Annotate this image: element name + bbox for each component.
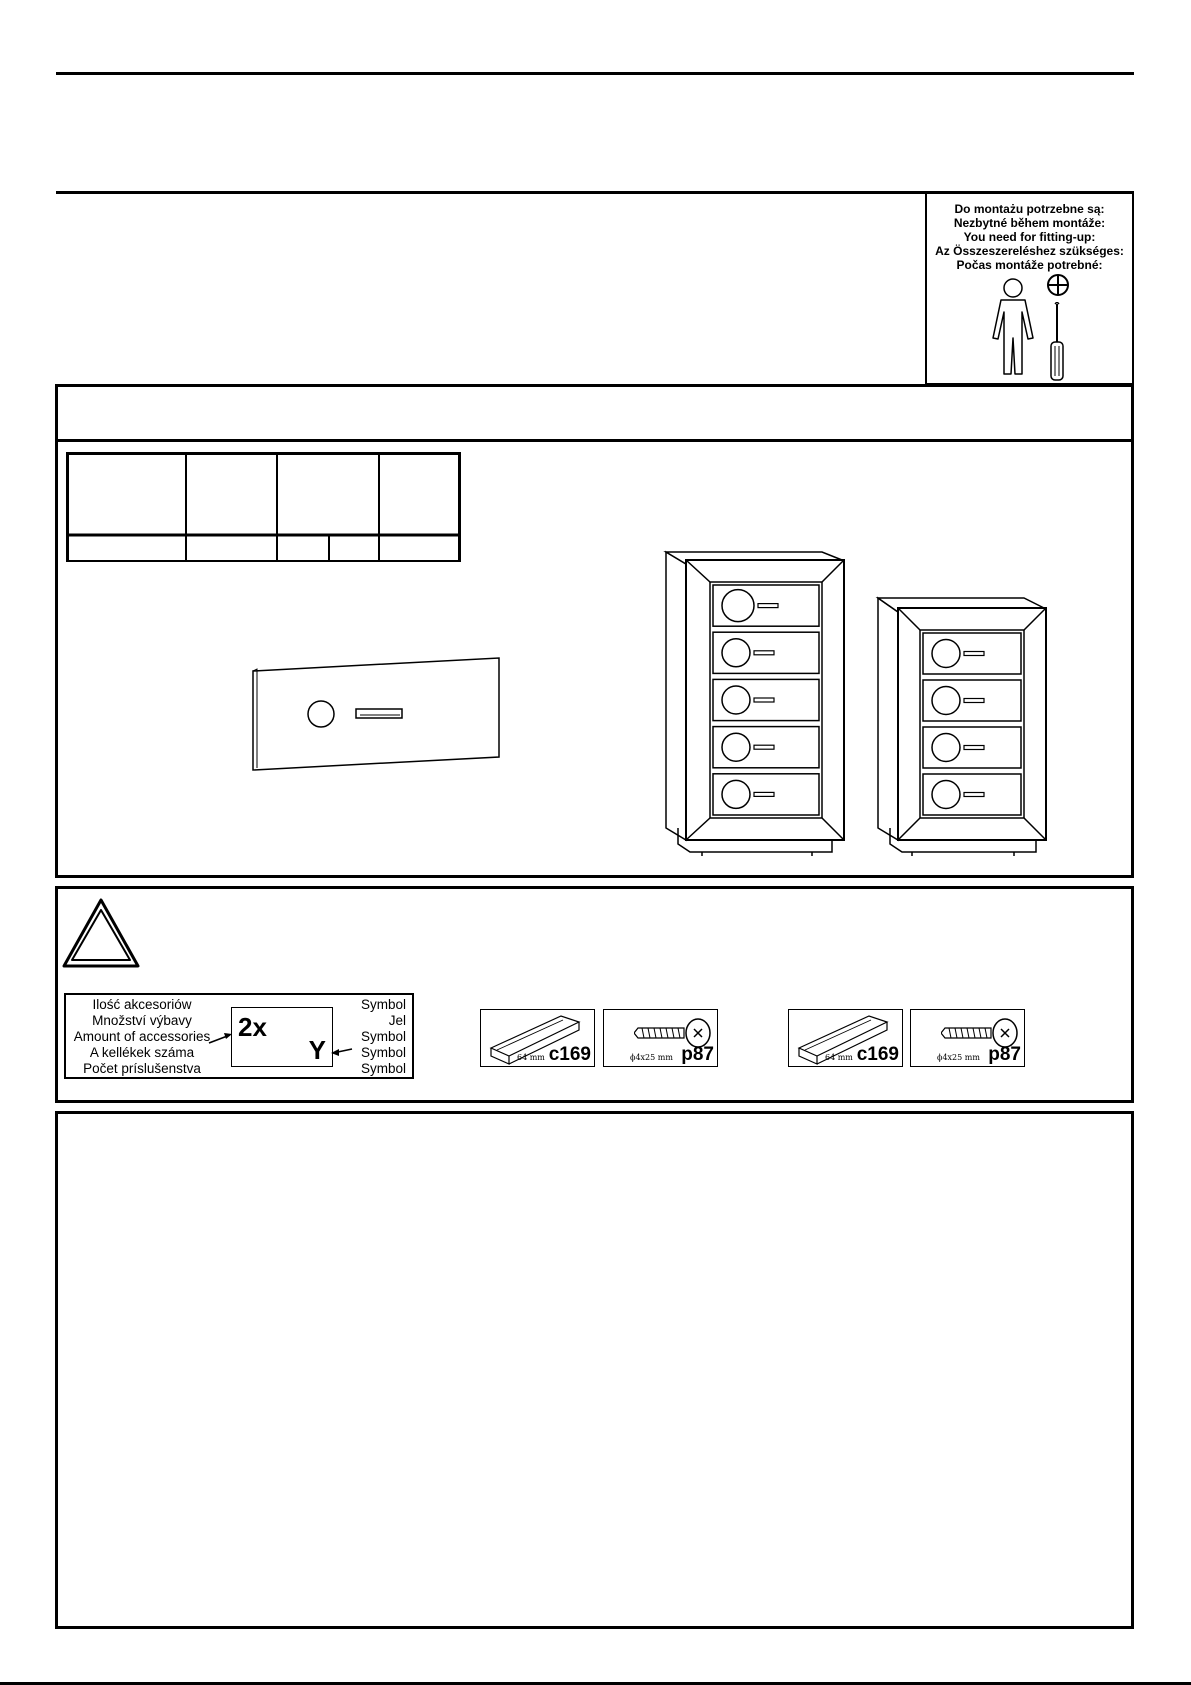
handle-icon <box>797 1015 889 1065</box>
drawer-knob-icon <box>721 685 751 715</box>
tall-chest-icon <box>663 550 845 856</box>
warning-triangle-icon <box>62 898 140 968</box>
drawer-knob-icon <box>721 732 751 762</box>
assembly-instructions-area <box>55 1111 1134 1629</box>
person-icon <box>992 278 1034 375</box>
legend-symbol-label: Symbol <box>360 1045 406 1060</box>
top-rule <box>56 72 1134 75</box>
tools-line: Nezbytné během montáže: <box>953 216 1106 230</box>
drawer-knob-icon <box>931 638 961 669</box>
drawer-knob-icon <box>931 685 961 716</box>
drawer-handle-icon <box>963 791 985 798</box>
legend-label: Ilość akcesoriów <box>92 997 192 1012</box>
product-spec-table <box>66 452 461 562</box>
legend-label: Množství výbavy <box>92 1013 192 1028</box>
legend-label: A kellékek száma <box>89 1045 195 1060</box>
screwdriver-icon <box>1050 302 1064 381</box>
tools-line: Az Összeszereléshez szükséges: <box>935 244 1124 258</box>
tools-line: You need for fitting-up: <box>963 230 1096 244</box>
handle-part: 64 mm c169 <box>480 1009 595 1067</box>
screw-dimension: ϕ4x25 mm <box>937 1053 980 1062</box>
drawer-handle-icon <box>963 744 985 751</box>
screw-icon <box>941 1018 1018 1048</box>
handle-dimension: 64 mm <box>517 1053 545 1062</box>
drawer-handle-icon <box>753 650 775 656</box>
screw-part: ϕ4x25 mm p87 <box>910 1009 1025 1067</box>
handle-code: c169 <box>548 1044 591 1065</box>
legend-symbol: Y <box>308 1035 326 1065</box>
legend-label: Počet príslušenstva <box>83 1061 201 1076</box>
drawer-handle-icon <box>753 791 775 797</box>
legend-quantity: 2x <box>238 1012 267 1042</box>
legend-label: Amount of accessories <box>73 1029 211 1044</box>
phillips-cross-icon <box>1047 274 1069 296</box>
tools-line: Do montażu potrzebne są: <box>954 202 1105 216</box>
screw-code: p87 <box>681 1044 714 1065</box>
legend-symbol-label: Symbol <box>360 997 406 1012</box>
screw-part: ϕ4x25 mm p87 <box>603 1009 718 1067</box>
drawer-knob-icon <box>931 779 961 810</box>
handle-code: c169 <box>856 1044 899 1065</box>
drawer-knob-icon <box>931 732 961 763</box>
drawer-handle-icon <box>963 650 985 657</box>
drawer-knob-icon <box>721 588 755 623</box>
tools-needed-text: Do montażu potrzebne są: Nezbytné během … <box>927 202 1132 272</box>
short-chest-icon <box>875 596 1047 856</box>
product-section <box>55 384 1134 878</box>
handle-icon <box>489 1015 581 1065</box>
screw-icon <box>634 1018 711 1048</box>
tools-line: Počas montáže potrebné: <box>956 258 1103 272</box>
legend-symbol-label: Jel <box>388 1013 406 1028</box>
legend-example-box: 2x Y <box>231 1007 333 1067</box>
handle-part: 64 mm c169 <box>788 1009 903 1067</box>
product-header-rule <box>56 439 1133 442</box>
legend-symbol-label: Symbol <box>360 1061 406 1076</box>
accessories-section <box>55 886 1134 1103</box>
drawer-handle-icon <box>753 697 775 703</box>
tools-needed-panel: Do montażu potrzebne są: Nezbytné během … <box>925 192 1134 385</box>
legend-arrows <box>208 1033 353 1056</box>
header-rule <box>56 191 1134 194</box>
drawer-knob-icon <box>721 638 751 668</box>
legend-symbol-label: Symbol <box>360 1029 406 1044</box>
drawer-knob-icon <box>721 779 751 810</box>
bottom-rule <box>0 1682 1191 1685</box>
accessory-legend: Ilość akcesoriów Množství výbavy Amount … <box>64 993 414 1079</box>
drawer-handle-icon <box>753 744 775 750</box>
drawer-front-icon <box>252 657 500 771</box>
screw-dimension: ϕ4x25 mm <box>630 1053 673 1062</box>
drawer-handle-icon <box>963 697 985 704</box>
drawer-handle-icon <box>757 602 779 609</box>
handle-dimension: 64 mm <box>825 1053 853 1062</box>
screw-code: p87 <box>988 1044 1021 1065</box>
